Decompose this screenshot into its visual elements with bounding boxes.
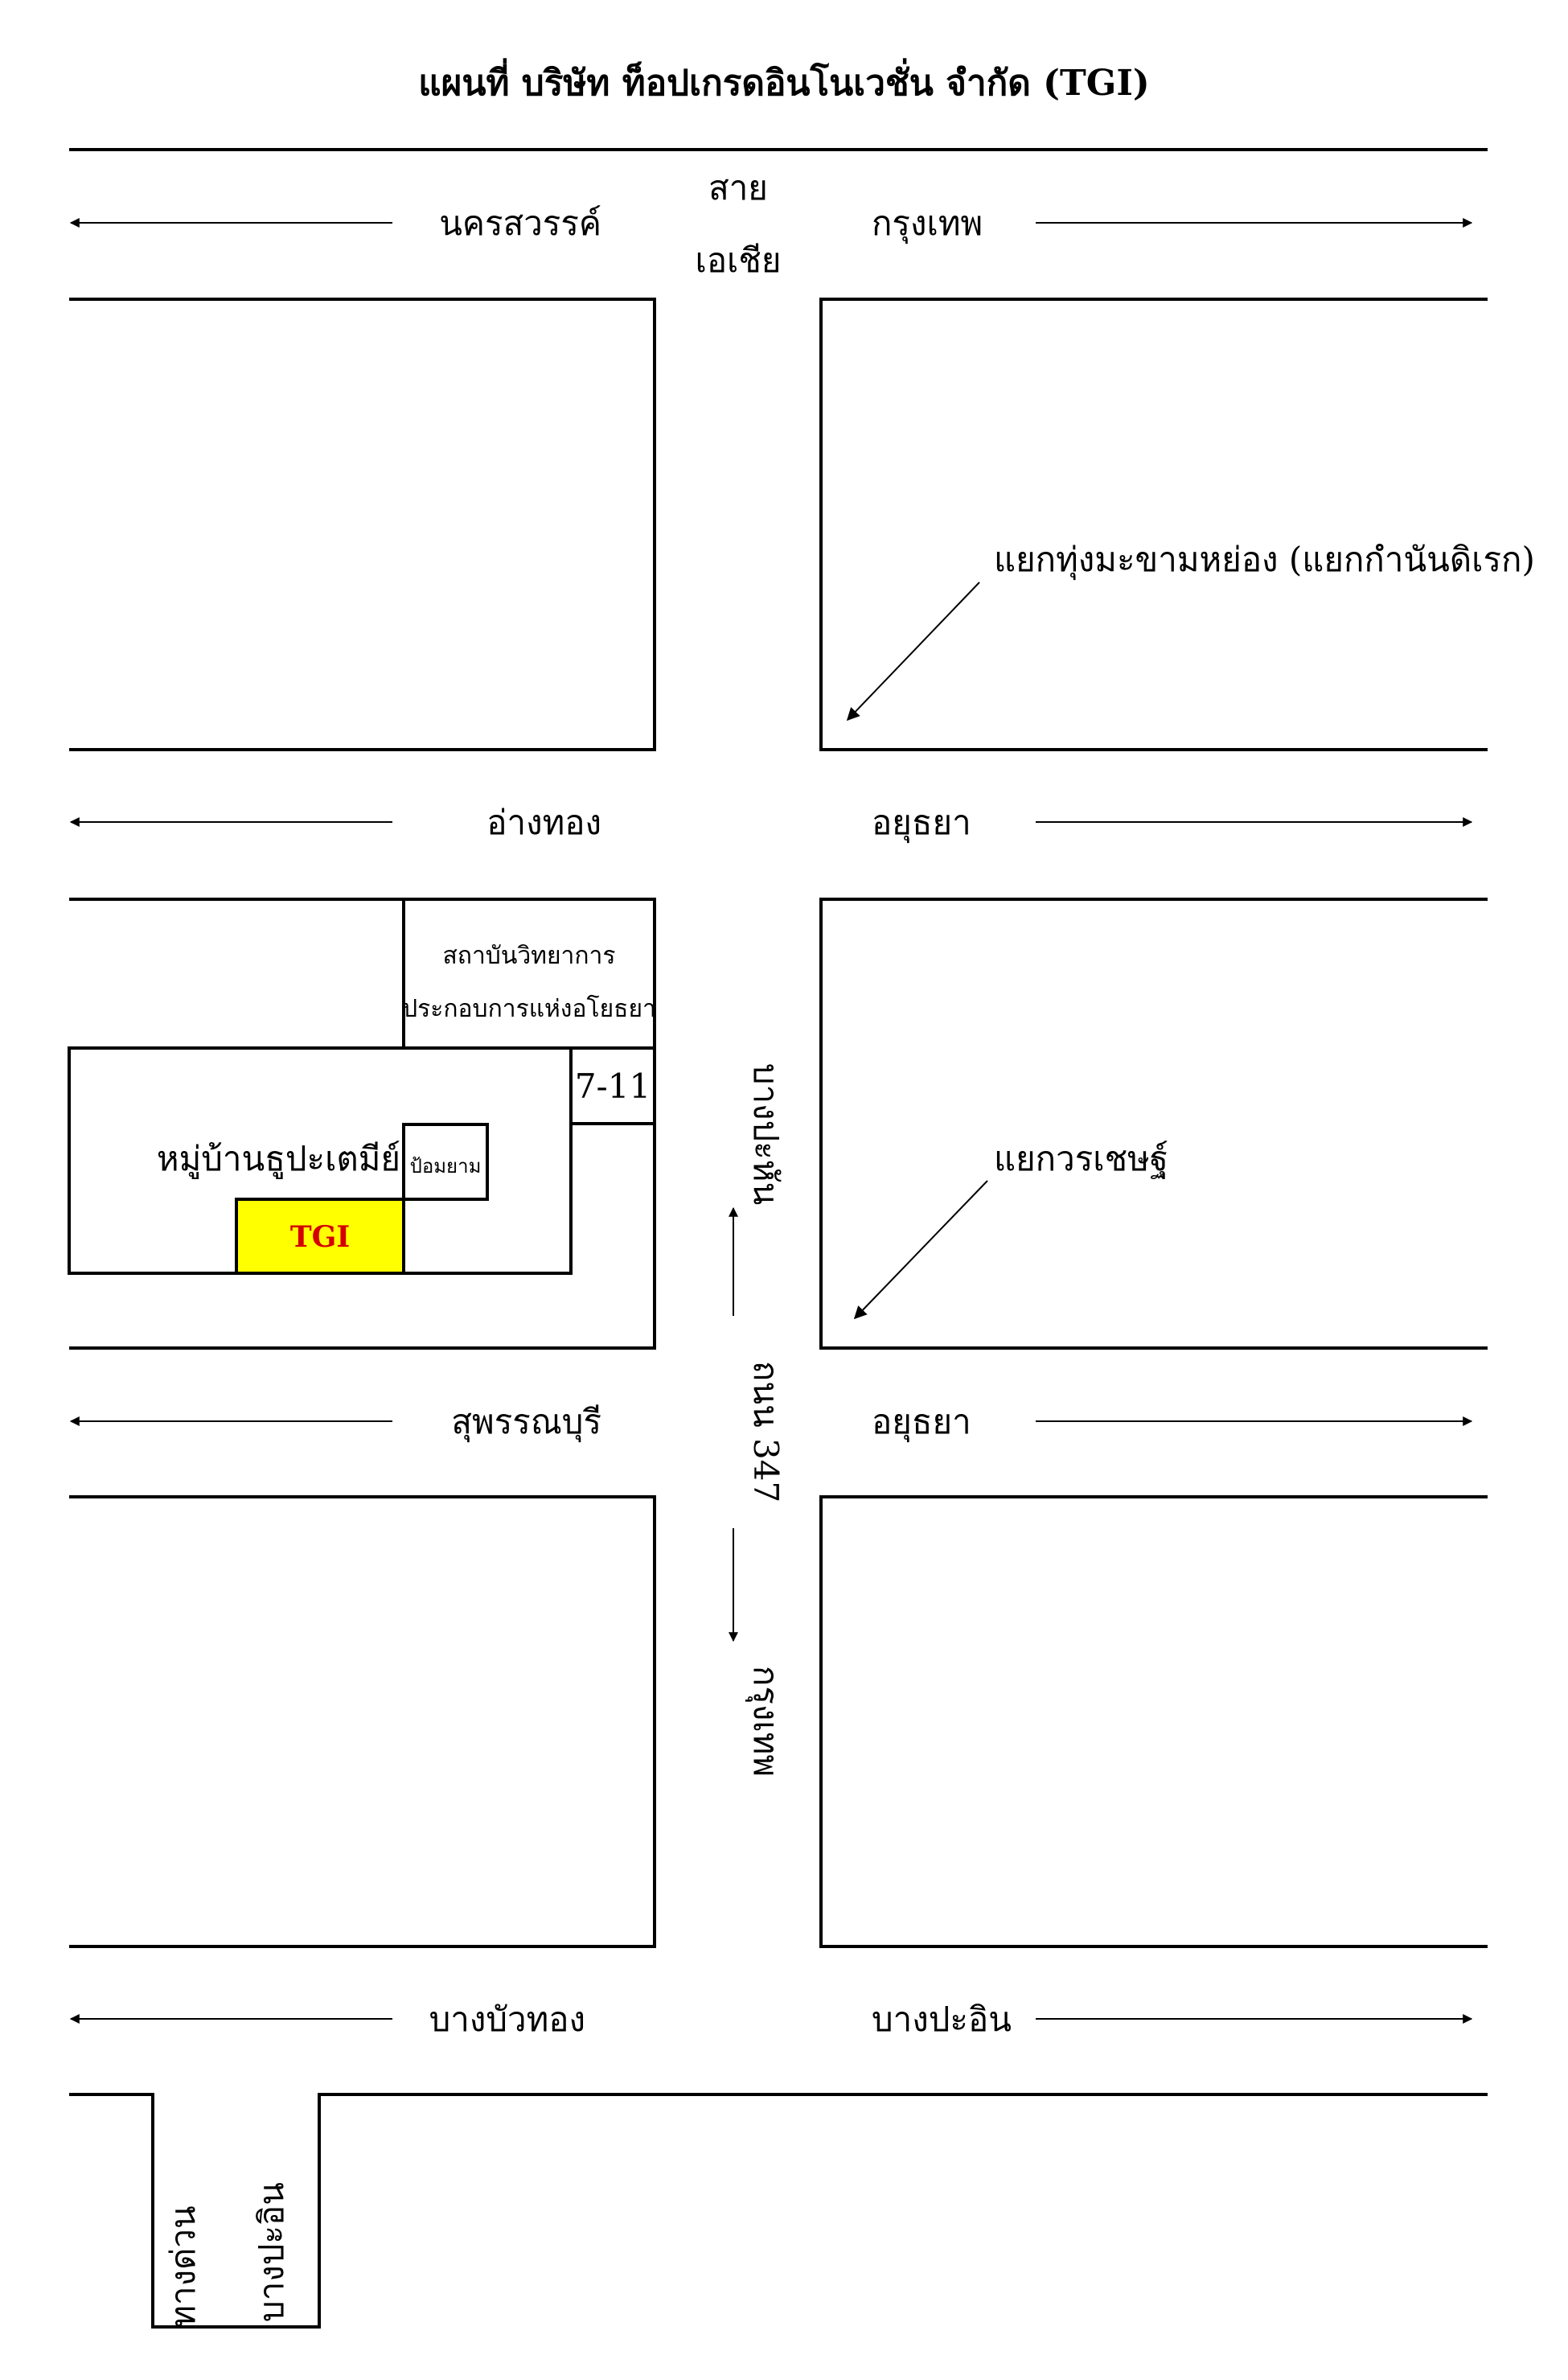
label-bangkok-down: กรุงเทพ — [745, 1666, 786, 1777]
block-top-left — [69, 298, 656, 751]
institute-box — [402, 898, 656, 1050]
label-junction-1: แยกทุ่งมะขามหย่อง (แยกกำนันดิเรก) — [994, 540, 1535, 581]
label-road-347: ถนน 347 — [746, 1361, 786, 1502]
label-expressway-1: ทางด่วน — [163, 2205, 203, 2327]
label-village: หมู่บ้านธูปะเตมีย์ — [157, 1139, 400, 1179]
label-suphanburi: สุพรรณบุรี — [451, 1402, 601, 1443]
guard-post-box — [402, 1123, 489, 1201]
label-nakhon-sawan: นครสวรรค์ — [439, 203, 601, 243]
block-bottom-left — [69, 1495, 656, 1948]
block-mid-right — [819, 898, 1488, 1350]
label-bang-pahan: บางปะหัน — [746, 1063, 786, 1205]
block-bottom-right — [819, 1495, 1488, 1948]
label-expressway-2: บางปะอิน — [252, 2182, 291, 2322]
label-ayutthaya-2: อยุธยา — [872, 1402, 971, 1443]
label-bangkok-top: กรุงเทพ — [872, 203, 983, 245]
road-edge-bottom — [69, 2093, 1488, 2329]
label-store: 7-11 — [575, 1067, 651, 1106]
label-bang-pa-in: บางปะอิน — [872, 2000, 1012, 2039]
store-box — [569, 1046, 656, 1125]
label-institute-line1: สถาบันวิทยาการ — [442, 942, 615, 970]
arrow-junction-2 — [853, 1180, 988, 1320]
label-asia-line1: สาย — [708, 168, 768, 208]
label-asia-line2: เอเชีย — [695, 240, 781, 280]
label-guard-post: ป้อมยาม — [410, 1155, 482, 1178]
label-ayutthaya-1: อยุธยา — [872, 803, 971, 844]
label-institute-line2: ประกอบการแห่งอโยธยา — [402, 994, 656, 1023]
label-bang-bua-thong: บางบัวทอง — [429, 2000, 585, 2039]
map-title: แผนที่ บริษัท ท็อปเกรดอินโนเวชั่น จำกัด … — [418, 58, 1149, 104]
company-tgi-box — [235, 1198, 405, 1275]
label-company-tgi: TGI — [290, 1220, 350, 1254]
arrow-junction-1 — [846, 582, 980, 721]
label-junction-2: แยกวรเชษฐ์ — [994, 1139, 1168, 1179]
label-ang-thong: อ่างทอง — [486, 803, 601, 842]
block-top-right — [819, 298, 1488, 751]
